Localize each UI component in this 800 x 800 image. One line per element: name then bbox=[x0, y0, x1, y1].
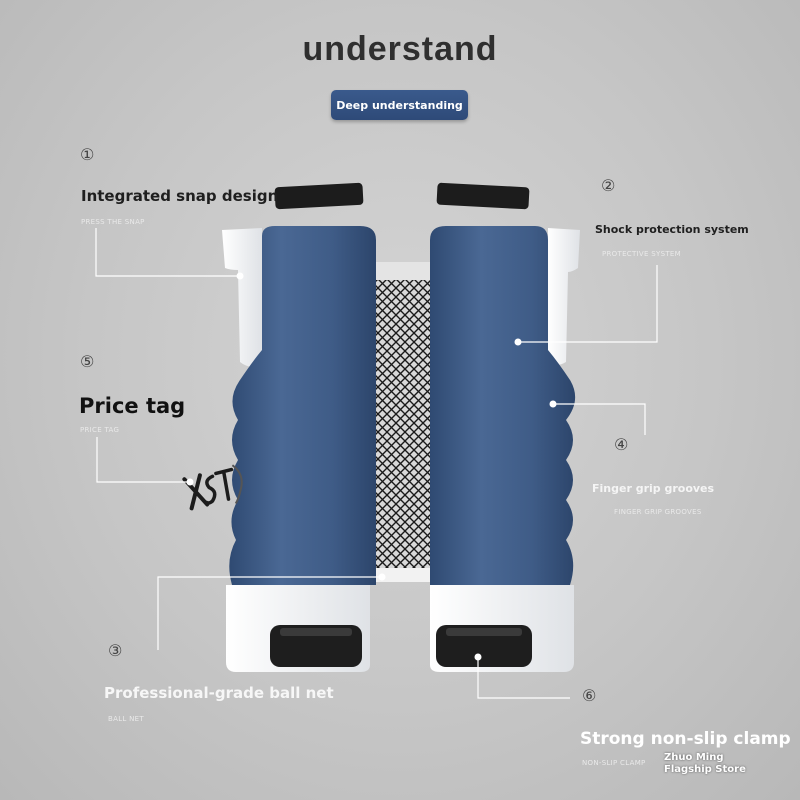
left-blue-body bbox=[229, 226, 376, 585]
page-title: understand bbox=[302, 30, 498, 68]
right-blue-body bbox=[430, 226, 576, 585]
feature-6-number: ⑥ bbox=[582, 686, 597, 705]
leader-dot-6 bbox=[474, 653, 482, 661]
feature-4-number: ④ bbox=[614, 435, 629, 454]
net-bottom-band bbox=[372, 568, 430, 582]
feature-1-number: ① bbox=[80, 145, 95, 164]
leader-line-2 bbox=[518, 265, 658, 343]
leader-line-1 bbox=[95, 228, 240, 277]
leader-dots bbox=[186, 272, 557, 661]
feature-4-subtitle: FINGER GRIP GROOVES bbox=[614, 508, 702, 516]
ball-net bbox=[372, 262, 430, 580]
right-white-post bbox=[548, 228, 580, 365]
net-top-band bbox=[372, 262, 430, 280]
feature-4-title: Finger grip grooves bbox=[592, 482, 715, 495]
leader-lines bbox=[95, 228, 658, 699]
leader-dot-2 bbox=[514, 338, 522, 346]
leader-dot-4 bbox=[549, 400, 557, 408]
feature-1-title: Integrated snap design bbox=[81, 187, 279, 205]
feature-6-subtitle: NON-SLIP CLAMP bbox=[582, 759, 646, 767]
feature-3-title: Professional-grade ball net bbox=[104, 684, 334, 702]
leader-dot-5 bbox=[186, 478, 194, 486]
left-white-post bbox=[222, 228, 262, 367]
leader-dot-1 bbox=[236, 272, 244, 280]
right-top-cap bbox=[436, 182, 530, 210]
right-knob-highlight bbox=[446, 628, 522, 636]
feature-1-subtitle: PRESS THE SNAP bbox=[81, 218, 145, 226]
feature-5-subtitle: PRICE TAG bbox=[80, 426, 120, 434]
feature-2-number: ② bbox=[601, 176, 616, 195]
leader-line-3 bbox=[157, 576, 382, 650]
leader-line-4 bbox=[553, 403, 646, 435]
leader-line-6 bbox=[477, 657, 570, 699]
feature-2-subtitle: PROTECTIVE SYSTEM bbox=[602, 250, 681, 258]
feature-2-title: Shock protection system bbox=[595, 223, 749, 236]
feature-3-subtitle: BALL NET bbox=[108, 715, 144, 723]
left-knob-highlight bbox=[280, 628, 352, 636]
feature-5-title: Price tag bbox=[79, 394, 186, 418]
left-top-cap bbox=[274, 182, 364, 210]
feature-3-number: ③ bbox=[108, 641, 123, 660]
deep-understanding-badge: Deep understanding bbox=[331, 90, 468, 120]
feature-6-title: Strong non-slip clamp bbox=[580, 729, 791, 749]
feature-5-number: ⑤ bbox=[80, 352, 95, 371]
leader-dot-3 bbox=[378, 573, 386, 581]
leader-line-5 bbox=[96, 437, 190, 483]
store-watermark: Zhuo Ming Flagship Store bbox=[664, 752, 746, 775]
